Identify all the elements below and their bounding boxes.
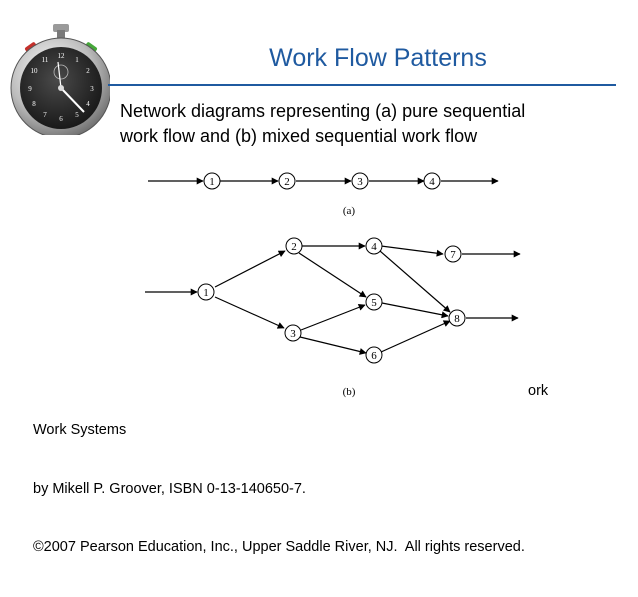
diagram-b [145, 242, 521, 355]
node-b-5: 5 [365, 293, 383, 311]
svg-text:3: 3 [90, 85, 94, 93]
svg-text:2: 2 [86, 67, 90, 75]
svg-text:6: 6 [59, 115, 63, 123]
node-b-4: 4 [365, 237, 383, 255]
edge-b-4-8 [379, 250, 451, 313]
node-a-1-label: 1 [209, 176, 215, 188]
node-b-5-label: 5 [371, 297, 377, 309]
svg-text:12: 12 [58, 52, 66, 60]
subtitle-line-2: work flow and (b) mixed sequential work … [120, 126, 478, 146]
node-b-1-label: 1 [203, 287, 209, 299]
svg-text:11: 11 [42, 56, 49, 64]
footer-line-3: ©2007 Pearson Education, Inc., Upper Sad… [33, 539, 525, 555]
network-diagram: 1 2 3 4 (a) [145, 172, 521, 398]
title-rule [108, 84, 616, 86]
edge-b-2-5 [298, 252, 367, 298]
node-a-2-label: 2 [284, 176, 290, 188]
svg-text:8: 8 [32, 100, 36, 108]
node-b-6: 6 [365, 346, 383, 364]
node-b-1: 1 [197, 283, 215, 301]
svg-text:1: 1 [75, 56, 79, 64]
node-a-3: 3 [351, 172, 369, 190]
node-b-2: 2 [285, 237, 303, 255]
node-b-8-label: 8 [454, 313, 460, 325]
node-a-4: 4 [423, 172, 441, 190]
edge-b-3-5 [300, 304, 366, 331]
edge-b-1-3 [214, 296, 285, 329]
edge-b-3-6 [299, 336, 367, 355]
edge-b-6-8 [380, 320, 451, 353]
svg-text:7: 7 [43, 111, 47, 119]
node-a-2: 2 [278, 172, 296, 190]
subtitle-line-1: Network diagrams representing (a) pure s… [120, 101, 526, 121]
slide-subtitle: Network diagrams representing (a) pure s… [120, 99, 620, 149]
svg-text:4: 4 [86, 100, 90, 108]
caption-b: (b) [343, 386, 356, 398]
slide-title: Work Flow Patterns [269, 44, 487, 72]
node-a-1: 1 [203, 172, 221, 190]
node-b-7-label: 7 [450, 249, 456, 261]
node-b-3-label: 3 [290, 328, 296, 340]
node-b-8: 8 [448, 309, 466, 327]
footer: Work Systems by Mikell P. Groover, ISBN … [33, 382, 525, 597]
node-b-3: 3 [284, 324, 302, 342]
footer-line-1: Work Systems [33, 422, 127, 438]
svg-text:9: 9 [28, 85, 32, 93]
edge-b-1-2 [214, 250, 286, 288]
node-b-4-label: 4 [371, 241, 377, 253]
node-b-6-label: 6 [371, 350, 377, 362]
footer-line-1-end: ork [528, 383, 549, 399]
svg-text:10: 10 [31, 67, 39, 75]
node-a-3-label: 3 [357, 176, 363, 188]
node-a-4-label: 4 [429, 176, 435, 188]
node-b-7: 7 [444, 245, 462, 263]
node-b-2-label: 2 [291, 241, 297, 253]
footer-line-2: by Mikell P. Groover, ISBN 0-13-140650-7… [33, 480, 306, 497]
caption-a: (a) [343, 205, 356, 217]
svg-text:5: 5 [75, 111, 79, 119]
edge-b-5-8 [381, 302, 449, 319]
edge-b-4-7 [380, 245, 444, 257]
